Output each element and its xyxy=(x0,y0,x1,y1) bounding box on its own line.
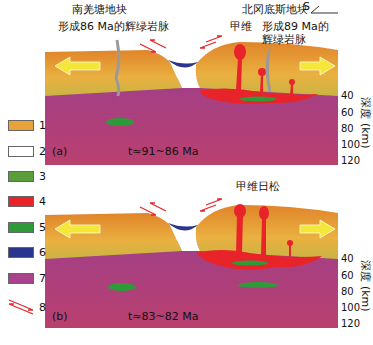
legend-number: 1 xyxy=(39,119,46,132)
legend-swatch xyxy=(8,196,34,207)
legend-swatch xyxy=(8,273,34,284)
depth-tick: 120 xyxy=(341,317,360,330)
axis-title: 深度 (km) xyxy=(359,260,372,311)
legend-swatch xyxy=(8,146,34,157)
legend-number: 5 xyxy=(39,221,46,234)
depth-tick: 60 xyxy=(341,106,354,119)
panel-a xyxy=(45,36,338,165)
depth-tick: 80 xyxy=(341,122,354,135)
depth-tick: 40 xyxy=(341,89,354,102)
legend-number: 6 xyxy=(39,246,46,259)
block-name: 北冈底斯地块 xyxy=(242,3,308,16)
dyke-note: 形成89 Ma的辉绿岩脉 xyxy=(262,20,338,46)
time-label: t≈83~82 Ma xyxy=(128,310,198,323)
legend-swatch xyxy=(8,222,34,233)
fault-symbol xyxy=(9,300,33,314)
pluton-name: 甲维日松 xyxy=(236,180,280,193)
legend-swatch xyxy=(8,171,34,182)
panel-letter: (a) xyxy=(52,145,67,158)
depth-tick: 100 xyxy=(341,138,360,151)
legend-number: 7 xyxy=(39,272,46,285)
panel-letter: (b) xyxy=(52,310,68,323)
depth-tick: 60 xyxy=(341,269,354,282)
legend-number: 2 xyxy=(39,145,46,158)
legend-swatch xyxy=(8,120,34,131)
legend-number: 3 xyxy=(39,170,46,183)
dyke-note: 形成86 Ma的辉绿岩脉 xyxy=(58,20,169,33)
axis-title: 深度 (km) xyxy=(359,97,372,148)
panel-b xyxy=(45,199,338,328)
depth-tick: 100 xyxy=(341,301,360,314)
depth-tick: 120 xyxy=(341,154,360,167)
depth-tick: 80 xyxy=(341,285,354,298)
legend-swatch xyxy=(8,247,34,258)
legend-number: 4 xyxy=(39,195,46,208)
pluton-name: 甲维 xyxy=(230,20,252,33)
depth-tick: 40 xyxy=(341,252,354,265)
block-name: 南羌塘地块 xyxy=(72,3,127,16)
time-label: t≈91~86 Ma xyxy=(128,145,198,158)
legend-number: 8 xyxy=(39,301,46,314)
